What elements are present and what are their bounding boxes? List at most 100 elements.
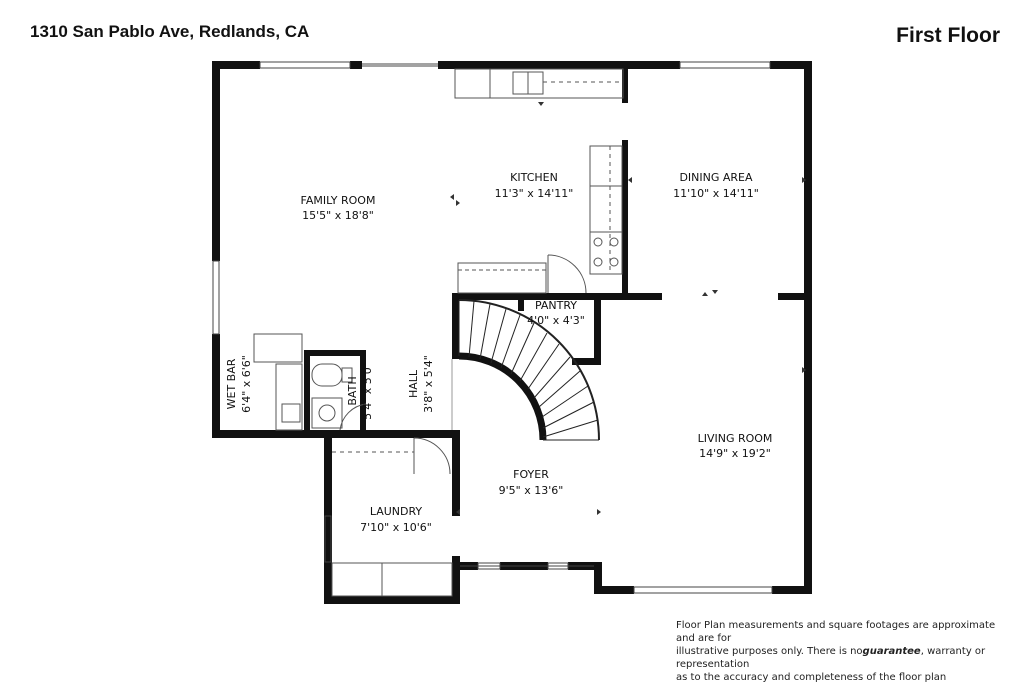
wall-dining-divider-top (622, 61, 628, 103)
kitchen-counter-top (454, 68, 624, 99)
stair-step-2 (468, 300, 475, 358)
floor-label: First Floor (896, 24, 1000, 47)
marker-foyer-left (456, 509, 460, 515)
marker-mid-a (702, 292, 708, 296)
wall-bath-right (360, 350, 366, 434)
pantry-size: 4'0" x 4'3" (527, 314, 585, 327)
family-room-size: 15'5" x 18'8" (302, 209, 374, 222)
dryer (381, 562, 453, 597)
wall-mid-left (452, 293, 662, 300)
wall-top-right (770, 61, 810, 69)
property-address: 1310 San Pablo Ave, Redlands, CA (30, 22, 310, 41)
disclaimer-line-2-end: , warranty or representation (676, 646, 986, 670)
stair-inner-wall (458, 352, 547, 441)
stair-outer-edge (458, 299, 600, 441)
disclaimer-line-2: illustrative purposes only. There is nog… (676, 645, 1016, 671)
window-living-bottom (633, 586, 773, 594)
wall-pantry-right (594, 293, 601, 365)
living-room-name: LIVING ROOM (698, 432, 773, 445)
bath-name: BATH (346, 376, 359, 405)
wall-hall-stub (396, 430, 414, 438)
fridge (589, 145, 623, 187)
stair-step-5 (500, 314, 521, 369)
window-family-top (259, 61, 351, 69)
wall-top-left (212, 61, 260, 69)
stair-step-13 (542, 419, 599, 438)
window-dining-top (679, 61, 771, 69)
stair-step-7 (519, 332, 548, 382)
marker-dining-right (802, 177, 806, 183)
exterior-walls (212, 61, 812, 604)
laundry-door-swing (413, 437, 451, 475)
wall-pantry-left (518, 293, 524, 311)
burner-4 (609, 257, 619, 267)
burner-2 (609, 237, 619, 247)
laundry-name: LAUNDRY (370, 505, 423, 518)
foyer-size: 9'5" x 13'6" (499, 484, 564, 497)
room-labels: FAMILY ROOM 15'5" x 18'8" KITCHEN 11'3" … (225, 171, 772, 534)
stair-step-12 (542, 401, 595, 429)
marker-family-right (450, 194, 454, 200)
wall-living-bottom-right (772, 586, 812, 594)
wall-laundry-bottom (324, 596, 458, 604)
fixtures (253, 68, 624, 597)
marker-foyer-right (597, 509, 601, 515)
disclaimer-line-1: Floor Plan measurements and square foota… (676, 620, 996, 644)
wet-bar-counter (253, 333, 303, 363)
family-room-name: FAMILY ROOM (301, 194, 376, 207)
burner-3 (593, 257, 603, 267)
stair-step-4 (490, 308, 507, 364)
bath-size: 5'4" x 5'0" (361, 362, 374, 420)
marker-kitchen-top (538, 102, 544, 106)
wall-bath-left (304, 350, 310, 434)
kitchen-range (589, 231, 623, 275)
stair-step-8 (527, 343, 560, 390)
wet-bar-size: 6'4" x 6'6" (240, 355, 253, 413)
kitchen-name: KITCHEN (510, 171, 558, 184)
marker-mid-b (712, 290, 718, 294)
wall-stair-left (452, 293, 459, 359)
window-family-left (212, 260, 220, 335)
wall-laundry-right-lower (452, 556, 460, 604)
bath-door-swing (339, 403, 367, 431)
staircase (458, 299, 600, 441)
stair-step-6 (510, 322, 535, 375)
laundry-size: 7'10" x 10'6" (360, 521, 432, 534)
kitchen-size: 11'3" x 14'11" (495, 187, 574, 200)
kitchen-counter-side (589, 185, 623, 233)
wall-foyer-step (594, 562, 602, 592)
wall-laundry-right-upper (452, 430, 460, 516)
burner-1 (593, 237, 603, 247)
marker-kitchen-left (456, 200, 460, 206)
wall-wetbar-bottom (212, 430, 458, 438)
wall-left-upper (212, 61, 220, 261)
wall-laundry-left (324, 430, 332, 604)
window-laundry-left (324, 515, 332, 563)
dimension-markers (450, 102, 806, 515)
marker-living-right (802, 367, 806, 373)
stair-step-3 (479, 303, 491, 360)
stair-step-9 (533, 356, 571, 399)
bath-vanity (311, 397, 343, 429)
dining-area-name: DINING AREA (679, 171, 753, 184)
toilet (311, 363, 343, 387)
disclaimer-line-2-start: illustrative purposes only. There is no (676, 646, 863, 657)
hall-name: HALL (407, 369, 420, 398)
disclaimer-guarantee: guarantee (862, 646, 921, 657)
wall-pantry-bottom (572, 358, 601, 365)
kitchen-island (457, 262, 547, 294)
washer (331, 562, 383, 597)
wet-bar-sink (281, 403, 301, 423)
wall-top-kitchen (438, 61, 680, 69)
wall-dining-divider (622, 140, 628, 296)
living-room-size: 14'9" x 19'2" (699, 447, 771, 460)
dining-area-size: 11'10" x 14'11" (673, 187, 759, 200)
wall-living-bottom-left (594, 586, 634, 594)
foyer-name: FOYER (513, 468, 549, 481)
disclaimer-line-3: as to the accuracy and completeness of t… (676, 672, 947, 683)
wall-bath-top (304, 350, 366, 356)
wet-bar-name: WET BAR (225, 358, 238, 409)
wet-bar-side (275, 363, 303, 431)
stair-step-11 (541, 385, 589, 418)
